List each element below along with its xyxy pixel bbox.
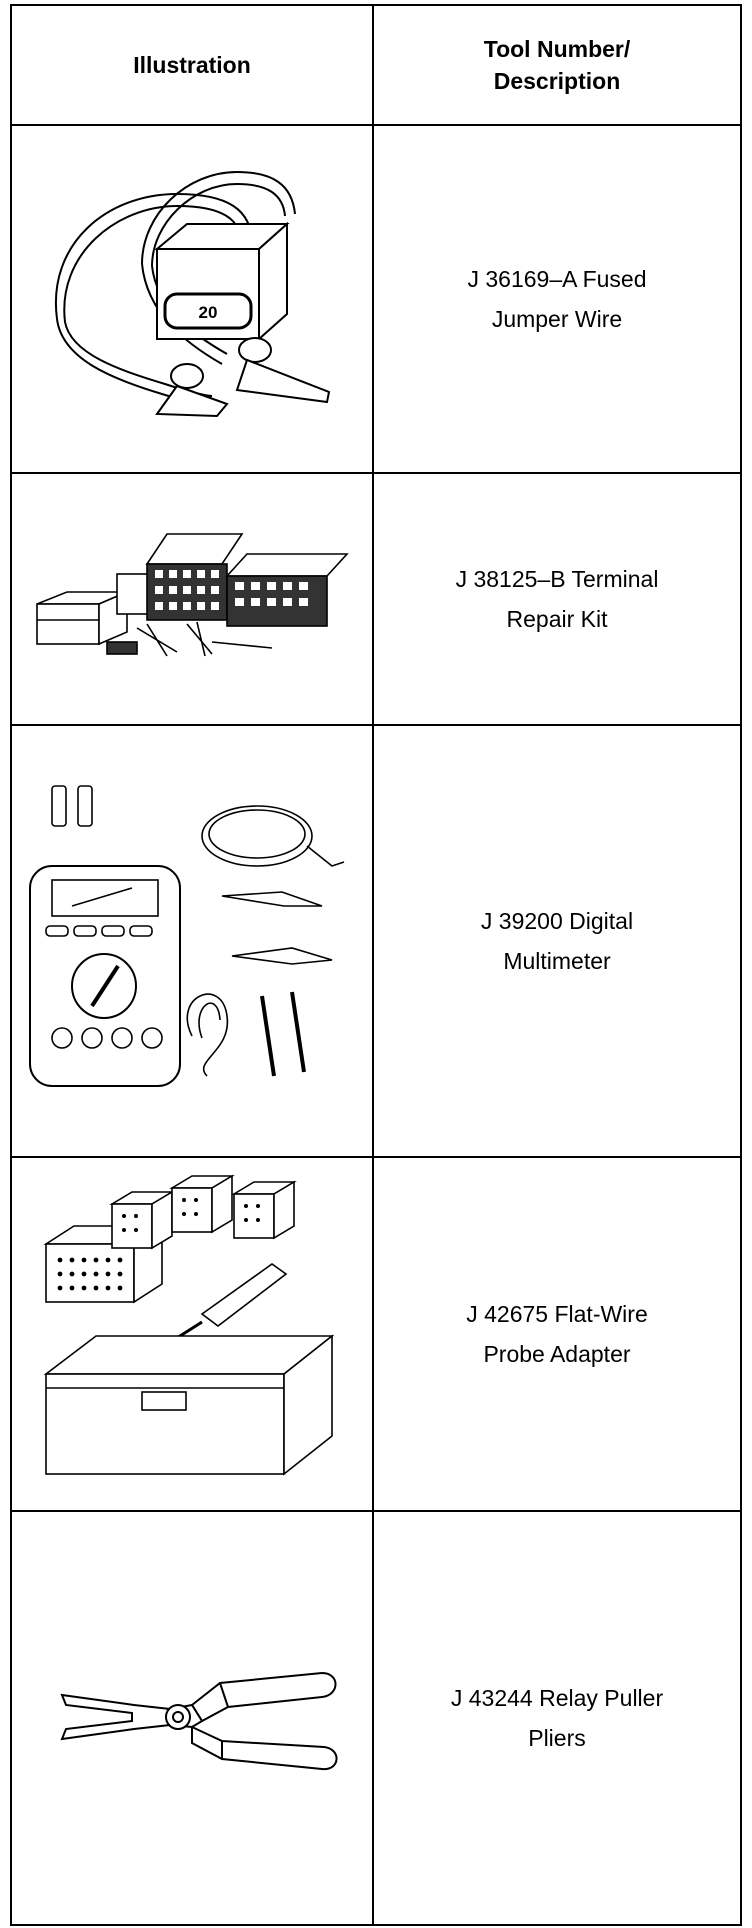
illustration-header-text: Illustration	[133, 52, 251, 78]
description-cell: J 43244 Relay Puller Pliers	[372, 1510, 742, 1926]
tool-name-text: Multimeter	[503, 948, 611, 974]
description-cell: J 42675 Flat-Wire Probe Adapter	[372, 1156, 742, 1512]
description-cell: J 36169–A Fused Jumper Wire	[372, 124, 742, 474]
terminal-repair-kit-icon	[36, 533, 349, 657]
illustration-cell	[10, 724, 374, 1158]
description-header-line1: Tool Number/	[483, 36, 631, 62]
tool-name-text: Pliers	[528, 1725, 586, 1751]
tool-name-text: Jumper Wire	[491, 306, 623, 332]
digital-multimeter-icon	[29, 785, 345, 1087]
table-row: J 39200 Digital Multimeter	[10, 724, 742, 1158]
tool-number-text: J 42675 Flat-Wire	[466, 1301, 648, 1327]
illustration-column-header: Illustration	[10, 4, 374, 126]
tool-number-text: J 38125–B Terminal	[455, 566, 659, 592]
table-row: J 43244 Relay Puller Pliers	[10, 1510, 742, 1926]
illustration-cell: 20	[10, 124, 374, 474]
illustration-cell	[10, 1510, 374, 1926]
description-header-line2: Description	[493, 68, 621, 94]
flat-wire-probe-adapter-icon	[43, 1174, 335, 1476]
table-row: 20 J 36169–A Fused Jumper Wire	[10, 124, 742, 474]
tool-number-text: J 36169–A Fused	[467, 266, 647, 292]
table-header-row: Illustration Tool Number/ Description	[10, 4, 742, 126]
description-cell: J 38125–B Terminal Repair Kit	[372, 472, 742, 726]
table-row: J 38125–B Terminal Repair Kit	[10, 472, 742, 726]
description-cell: J 39200 Digital Multimeter	[372, 724, 742, 1158]
special-tools-table: Illustration Tool Number/ Description	[10, 4, 742, 1926]
relay-puller-pliers-icon	[60, 1671, 338, 1771]
table-row: J 42675 Flat-Wire Probe Adapter	[10, 1156, 742, 1512]
illustration-cell	[10, 472, 374, 726]
tool-number-text: J 39200 Digital	[480, 908, 634, 934]
tool-name-text: Probe Adapter	[483, 1341, 631, 1367]
illustration-cell	[10, 1156, 374, 1512]
tool-name-text: Repair Kit	[506, 606, 608, 632]
description-column-header: Tool Number/ Description	[372, 4, 742, 126]
fused-jumper-wire-icon: 20	[54, 170, 331, 418]
tool-number-text: J 43244 Relay Puller	[450, 1685, 664, 1711]
fuse-rating-label: 20	[199, 303, 218, 322]
